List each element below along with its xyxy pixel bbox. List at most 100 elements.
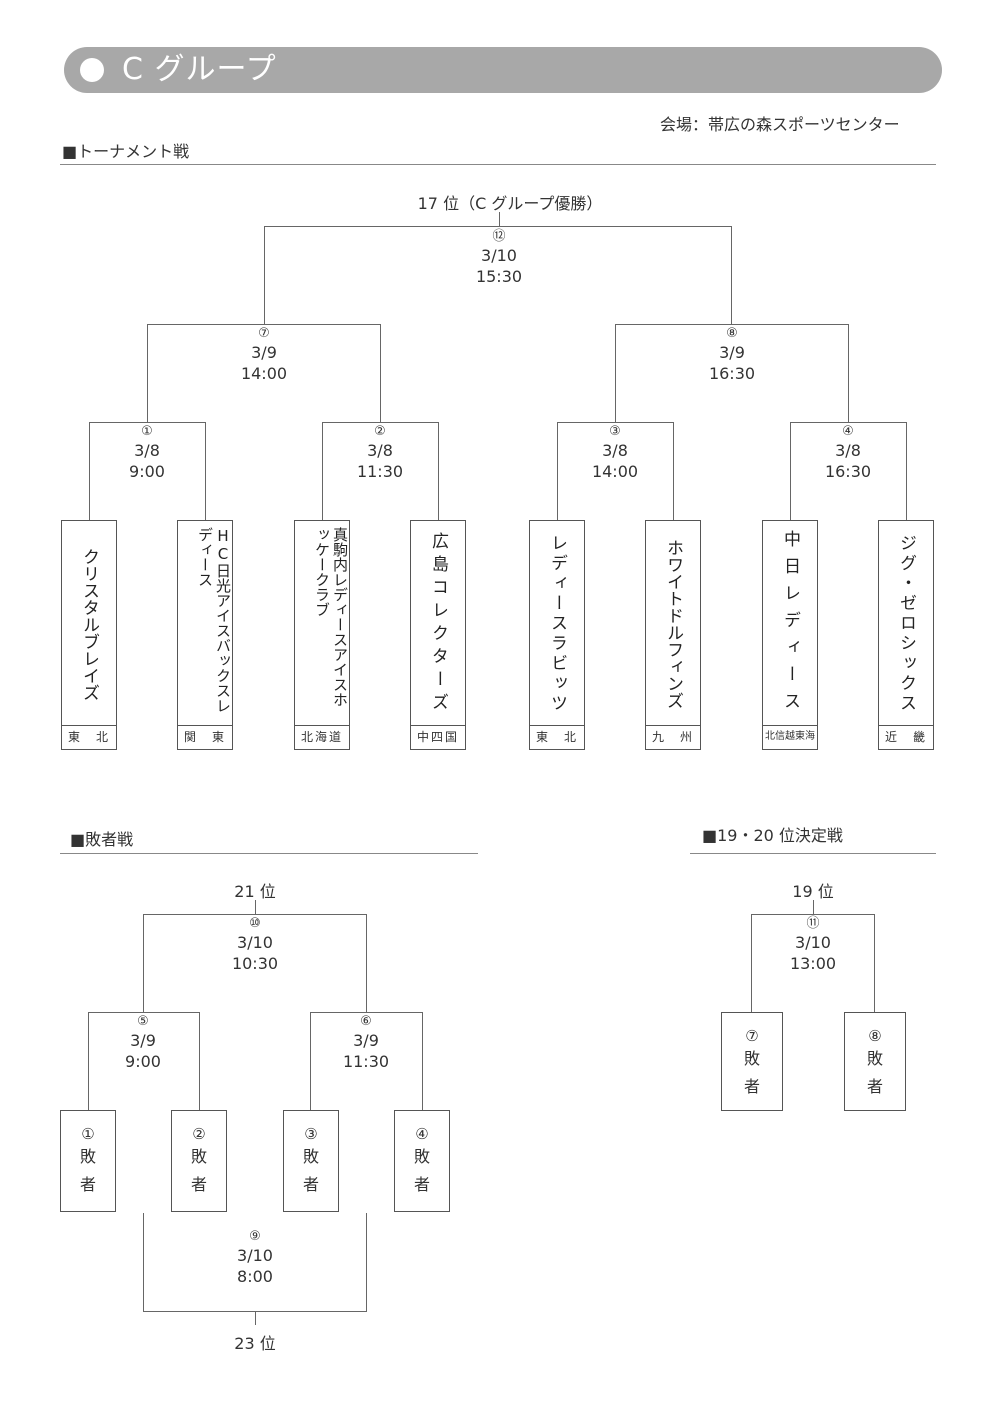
bracket-line	[557, 422, 558, 520]
team-name: 中日レディース	[780, 529, 800, 719]
bracket-line	[438, 422, 439, 520]
bracket-line	[673, 422, 674, 520]
team-region: 東 北	[530, 725, 584, 749]
match-number: ⑪	[806, 916, 820, 931]
bracket-line	[88, 1012, 200, 1013]
match-time: 8:00	[237, 1267, 273, 1286]
team-region: 近 畿	[879, 725, 933, 749]
bracket-line	[205, 422, 206, 520]
team-name: ジグ・ゼロシックス	[896, 534, 916, 714]
bracket-line	[366, 1213, 367, 1311]
bracket-line	[751, 914, 875, 915]
match-time: 14:00	[591, 462, 639, 481]
slot-label: 敗	[79, 1147, 96, 1166]
slot-number: ③	[304, 1125, 318, 1143]
slot-number: ⑧	[868, 1027, 882, 1045]
bracket-line	[88, 1012, 89, 1111]
team-name: レディースラビッツ	[547, 534, 567, 714]
match-9-label: ⑨ 3/10 8:00	[237, 1229, 273, 1287]
bracket-line	[89, 422, 206, 423]
match-time: 9:00	[125, 1052, 161, 1071]
loser-slot: ① 敗 者	[60, 1110, 116, 1212]
match-date: 3/8	[134, 441, 160, 460]
match-date: 3/8	[602, 441, 628, 460]
team-region: 北信越東海	[763, 725, 817, 749]
bracket-line	[143, 1213, 144, 1311]
team-name: クリスタルブレイズ	[79, 547, 99, 701]
bracket-line	[147, 324, 148, 423]
section-divider	[60, 164, 936, 165]
match-number: ⑥	[360, 1014, 372, 1029]
team-region: 北海道	[295, 725, 349, 749]
match-time: 9:00	[129, 462, 165, 481]
team-card: HC日光アイスバックスレディース 関 東	[177, 520, 233, 750]
loser-slot: ④ 敗 者	[394, 1110, 450, 1212]
bracket-line	[366, 914, 367, 1013]
tournament-section-title: ■トーナメント戦	[62, 142, 190, 161]
match-3-label: ③ 3/8 14:00	[592, 424, 638, 482]
match-number: ④	[842, 424, 854, 439]
team-region: 東 北	[62, 725, 116, 749]
match-time: 13:00	[789, 954, 837, 973]
loser-slot: ② 敗 者	[171, 1110, 227, 1212]
team-card: レディースラビッツ 東 北	[529, 520, 585, 750]
bracket-line	[322, 422, 439, 423]
match-time: 15:30	[475, 267, 523, 286]
slot-label: 敗	[743, 1049, 760, 1068]
slot-label: 者	[79, 1175, 96, 1194]
bracket-line	[380, 324, 381, 423]
match-number: ⑫	[492, 229, 506, 244]
loser-slot: ③ 敗 者	[283, 1110, 339, 1212]
loser-slot: ⑧ 敗 者	[844, 1012, 906, 1111]
team-name: 真駒内レディースアイスホッケークラブ	[313, 527, 349, 707]
match-time: 11:30	[342, 1052, 390, 1071]
match-time: 11:30	[356, 462, 404, 481]
losers-bottom-rank: 23 位	[234, 1334, 276, 1353]
group-title: C グループ	[122, 52, 277, 87]
match-number: ⑩	[249, 916, 261, 931]
group-banner: C グループ	[64, 47, 942, 93]
bracket-line	[255, 900, 256, 915]
match-time: 16:30	[824, 462, 872, 481]
team-card: クリスタルブレイズ 東 北	[61, 520, 117, 750]
bracket-line	[255, 1311, 256, 1325]
team-region: 関 東	[178, 725, 232, 749]
venue-label: 会場：帯広の森スポーツセンター	[660, 115, 900, 134]
bracket-line	[557, 422, 674, 423]
match-date: 3/9	[251, 343, 277, 362]
match-number: ⑨	[249, 1229, 261, 1244]
bracket-line	[906, 422, 907, 520]
bracket-line	[143, 914, 367, 915]
bracket-line	[422, 1012, 423, 1111]
bracket-line	[322, 422, 323, 520]
match-11-label: ⑪ 3/10 13:00	[790, 916, 836, 974]
slot-number: ①	[81, 1125, 95, 1143]
bracket-line	[615, 324, 616, 423]
losers-section-title: ■敗者戦	[70, 830, 134, 849]
slot-number: ②	[192, 1125, 206, 1143]
slot-number: ④	[415, 1125, 429, 1143]
match-5-label: ⑤ 3/9 9:00	[125, 1014, 161, 1072]
match-6-label: ⑥ 3/9 11:30	[343, 1014, 389, 1072]
slot-label: 者	[866, 1077, 883, 1096]
match-date: 3/9	[719, 343, 745, 362]
slot-label: 敗	[302, 1147, 319, 1166]
match-date: 3/10	[237, 1246, 273, 1265]
bracket-line	[310, 1012, 311, 1111]
match-time: 14:00	[240, 364, 288, 383]
bracket-line	[615, 324, 849, 325]
bracket-line	[199, 1012, 200, 1111]
match-10-label: ⑩ 3/10 10:30	[232, 916, 278, 974]
match-date: 3/10	[795, 933, 831, 952]
match-2-label: ② 3/8 11:30	[357, 424, 403, 482]
bracket-line	[790, 422, 791, 520]
bracket-line	[310, 1012, 423, 1013]
match-number: ②	[374, 424, 386, 439]
slot-label: 敗	[866, 1049, 883, 1068]
team-card: 中日レディース 北信越東海	[762, 520, 818, 750]
bracket-line	[143, 914, 144, 1013]
bracket-line	[147, 324, 381, 325]
team-card: ホワイトドルフィンズ 九 州	[645, 520, 701, 750]
slot-label: 敗	[413, 1147, 430, 1166]
section-divider	[60, 853, 478, 854]
